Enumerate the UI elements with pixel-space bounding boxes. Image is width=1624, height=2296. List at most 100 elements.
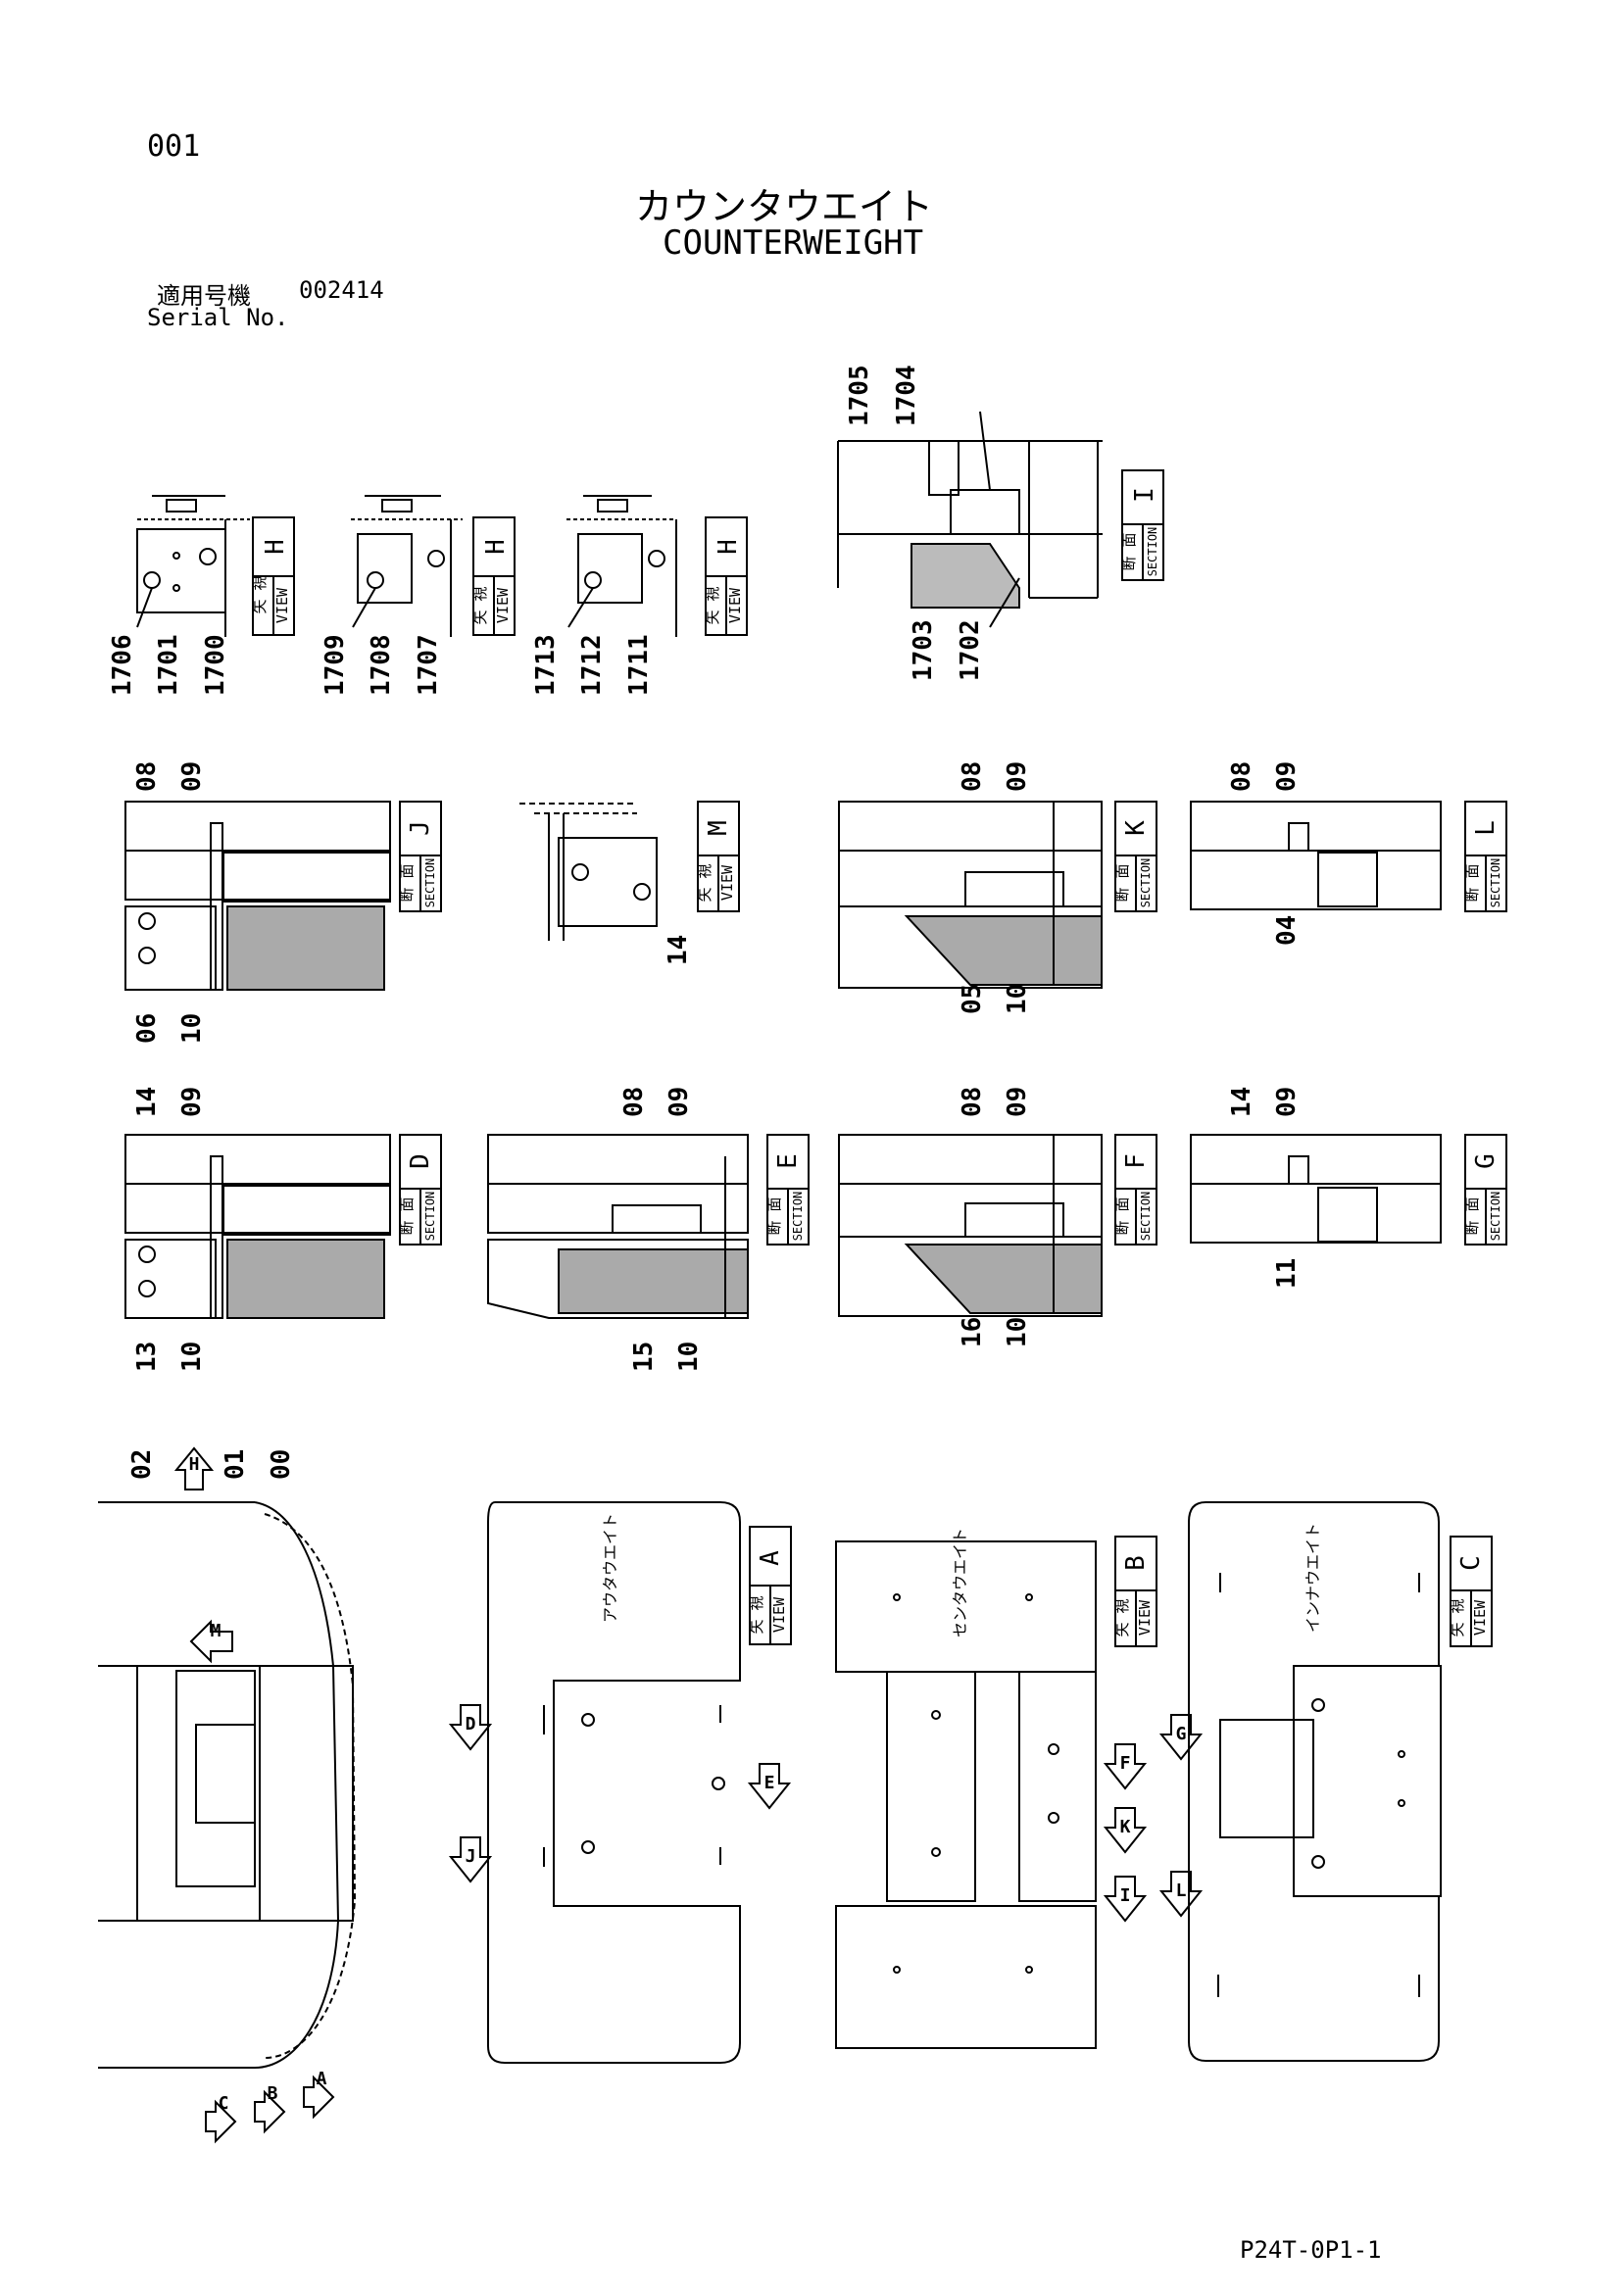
- ref-d-09: 09: [177, 1087, 207, 1117]
- section-e-detail: [487, 1134, 749, 1319]
- arrow-m-icon: [189, 1619, 233, 1664]
- section-en-k: SECTION: [1139, 858, 1153, 908]
- serial-label-en: Serial No.: [147, 304, 289, 331]
- weight-name-center: センタウエイト: [951, 1528, 969, 1637]
- ref-1708: 1708: [367, 634, 396, 696]
- ref-g-14: 14: [1227, 1087, 1256, 1117]
- ref-l-09: 09: [1272, 761, 1302, 792]
- arrow-letter-e: E: [764, 1773, 775, 1793]
- view-label-h3: H: [714, 539, 743, 555]
- section-jp-g: 断 面: [1463, 1197, 1481, 1235]
- weight-name-outer: アウタウエイト: [601, 1513, 619, 1623]
- ref-1707: 1707: [414, 634, 443, 696]
- section-label-g: G: [1471, 1153, 1501, 1169]
- ref-j-10: 10: [177, 1013, 207, 1044]
- view-jp-c: 矢 視: [1449, 1598, 1466, 1637]
- ref-1702: 1702: [956, 619, 985, 681]
- overview-plan: [98, 1501, 357, 2069]
- ref-e-08: 08: [619, 1087, 649, 1117]
- section-k-detail: [838, 801, 1103, 989]
- section-jp-j: 断 面: [398, 863, 416, 902]
- view-en-c: VIEW: [1471, 1599, 1489, 1636]
- view-label-c: C: [1456, 1555, 1486, 1571]
- arrow-letter-f: F: [1120, 1753, 1131, 1774]
- section-en-i: SECTION: [1146, 527, 1159, 577]
- ref-k-08: 08: [958, 761, 987, 792]
- ref-00: 00: [267, 1449, 296, 1480]
- footer-code: P24T-0P1-1: [1240, 2236, 1382, 2264]
- arrow-l-icon: [1158, 1871, 1204, 1918]
- arrow-letter-j: J: [466, 1846, 476, 1867]
- view-h-3-detail: [566, 495, 677, 637]
- section-en-g: SECTION: [1489, 1192, 1502, 1242]
- section-label-l: L: [1471, 820, 1501, 836]
- view-c-outline: [1188, 1501, 1442, 2062]
- ref-f-09: 09: [1003, 1087, 1032, 1117]
- arrow-c-icon: [205, 2099, 237, 2144]
- ref-1709: 1709: [320, 634, 350, 696]
- section-jp-f: 断 面: [1113, 1197, 1131, 1235]
- view-jp-b: 矢 視: [1113, 1598, 1131, 1637]
- ref-d-10: 10: [177, 1342, 207, 1372]
- ref-01: 01: [221, 1449, 250, 1480]
- view-m-detail: [519, 803, 658, 941]
- view-label-h1: H: [261, 539, 290, 555]
- ref-1705: 1705: [845, 365, 874, 426]
- arrow-e-icon: [747, 1763, 792, 1810]
- ref-1706: 1706: [108, 634, 137, 696]
- ref-l-08: 08: [1227, 761, 1256, 792]
- view-a-outline: [487, 1501, 741, 2064]
- ref-1713: 1713: [531, 634, 561, 696]
- title-english: COUNTERWEIGHT: [663, 223, 924, 263]
- view-jp-h2: 矢 視: [471, 586, 489, 624]
- arrow-h-icon: [173, 1446, 215, 1490]
- ref-1704: 1704: [892, 365, 921, 426]
- ref-j-09: 09: [177, 761, 207, 792]
- view-en-a: VIEW: [770, 1596, 788, 1633]
- arrow-letter-d: D: [466, 1714, 476, 1734]
- arrow-i-icon: [1103, 1876, 1148, 1923]
- section-jp-l: 断 面: [1463, 863, 1481, 902]
- section-label-f: F: [1121, 1153, 1151, 1169]
- title-japanese: カウンタウエイト: [635, 185, 934, 228]
- section-d-detail: [124, 1134, 391, 1319]
- arrow-letter-a: A: [317, 2069, 327, 2089]
- view-en-h1: VIEW: [273, 587, 291, 623]
- section-jp-e: 断 面: [765, 1197, 783, 1235]
- ref-f-08: 08: [958, 1087, 987, 1117]
- arrow-letter-k: K: [1120, 1817, 1131, 1837]
- serial-label-jp: 適用号機: [157, 282, 251, 310]
- view-jp-m: 矢 視: [696, 863, 714, 902]
- arrow-f-icon: [1103, 1743, 1148, 1790]
- view-jp-h3: 矢 視: [704, 586, 721, 624]
- ref-g-09: 09: [1272, 1087, 1302, 1117]
- section-jp-d: 断 面: [398, 1197, 416, 1235]
- view-label-m: M: [704, 820, 733, 836]
- view-h-1-detail: [136, 495, 250, 637]
- view-label-h2: H: [481, 539, 511, 555]
- ref-l-04: 04: [1272, 915, 1302, 946]
- arrow-g-icon: [1158, 1714, 1204, 1761]
- view-en-m: VIEW: [718, 864, 736, 901]
- ref-m-14: 14: [664, 935, 693, 965]
- arrow-j-icon: [448, 1836, 493, 1883]
- section-label-j: J: [406, 820, 435, 836]
- section-label-d: D: [406, 1153, 435, 1169]
- arrow-letter-i: I: [1120, 1885, 1131, 1906]
- arrow-k-icon: [1103, 1807, 1148, 1854]
- ref-f-16: 16: [958, 1317, 987, 1347]
- section-label-k: K: [1121, 820, 1151, 836]
- ref-e-10: 10: [674, 1342, 704, 1372]
- section-label-i: I: [1130, 487, 1159, 503]
- serial-value: 002414: [299, 276, 384, 304]
- arrow-letter-b: B: [268, 2083, 278, 2104]
- ref-k-05: 05: [958, 984, 987, 1014]
- arrow-letter-h: H: [189, 1454, 200, 1475]
- view-en-b: VIEW: [1136, 1599, 1154, 1636]
- section-jp-k: 断 面: [1113, 863, 1131, 902]
- ref-e-09: 09: [664, 1087, 694, 1117]
- ref-1712: 1712: [577, 634, 607, 696]
- arrow-letter-c: C: [219, 2093, 229, 2114]
- ref-1711: 1711: [624, 634, 654, 696]
